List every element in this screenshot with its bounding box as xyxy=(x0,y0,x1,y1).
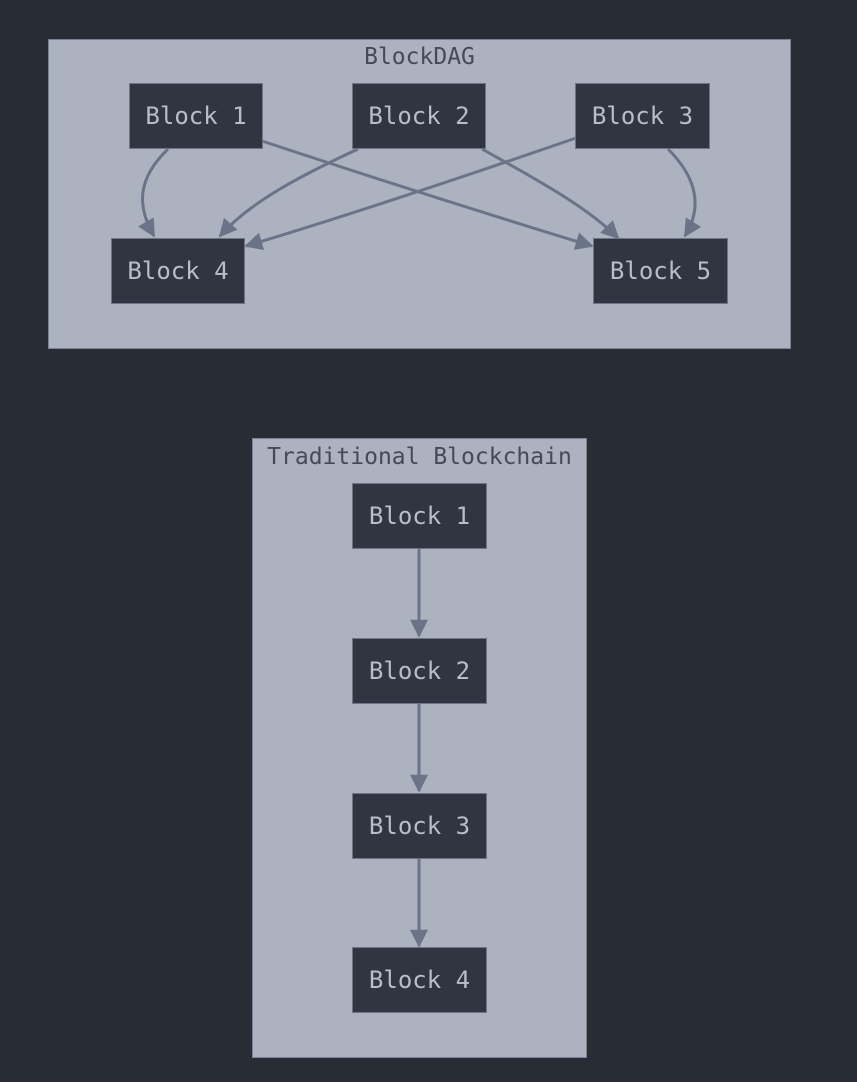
dag-node-block-3: Block 3 xyxy=(575,83,710,149)
dag-node-block-1: Block 1 xyxy=(129,83,263,149)
edge-dag-block1-block5 xyxy=(261,139,594,250)
chain-node-block-1: Block 1 xyxy=(352,483,487,549)
edge-dag-block3-block4 xyxy=(244,136,577,250)
edge-dag-block1-block4 xyxy=(138,147,170,238)
dag-node-block-2: Block 2 xyxy=(352,83,486,149)
dag-node-block-5: Block 5 xyxy=(593,238,728,304)
chain-node-block-2: Block 2 xyxy=(352,638,487,704)
chain-node-block-3: Block 3 xyxy=(352,793,487,859)
dag-node-block-4: Block 4 xyxy=(111,238,245,304)
traditional-blockchain-title: Traditional Blockchain xyxy=(267,444,572,470)
blockdag-title: BlockDAG xyxy=(364,44,475,70)
edge-dag-block2-block4 xyxy=(218,147,359,238)
edge-dag-block2-block5 xyxy=(481,147,620,240)
edge-dag-block3-block5 xyxy=(666,147,702,238)
chain-node-block-4: Block 4 xyxy=(352,947,487,1013)
